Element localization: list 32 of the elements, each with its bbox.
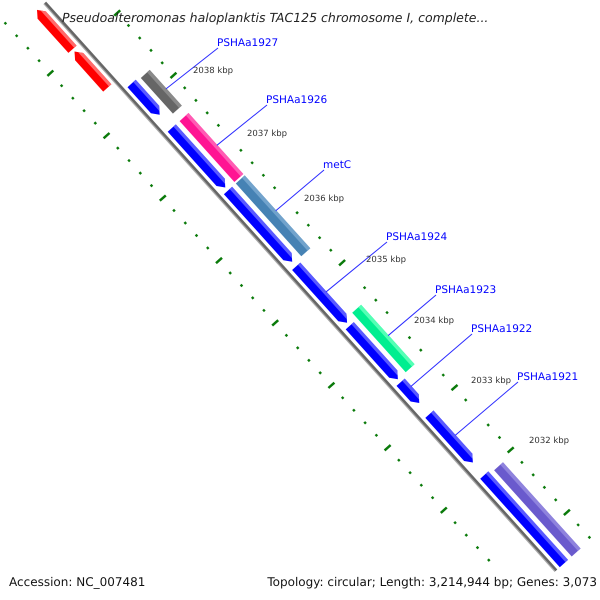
tick-label: 2034 kbp — [414, 316, 454, 326]
leader-line — [166, 48, 218, 90]
leader-line — [326, 242, 388, 292]
tick-label: 2033 kbp — [471, 376, 512, 386]
accession-text: Accession: NC_007481 — [9, 574, 146, 591]
gene-label: PSHAa1927 — [217, 37, 278, 49]
gene-label: PSHAa1924 — [386, 231, 448, 243]
gene-block — [396, 378, 420, 403]
leader-line — [216, 104, 268, 146]
gene-block — [180, 113, 244, 182]
leader-line — [410, 334, 472, 387]
tick-label: 2037 kbp — [247, 129, 288, 139]
tick-label: 2036 kbp — [304, 194, 344, 204]
tick-label: 2032 kbp — [529, 436, 570, 446]
gene-block — [494, 462, 581, 556]
tick-label: 2038 kbp — [193, 66, 234, 76]
gene-block — [292, 262, 348, 323]
gene-block — [74, 52, 112, 92]
gene-label: PSHAa1923 — [435, 284, 496, 296]
gene-label: metC — [323, 159, 352, 171]
leader-line — [388, 294, 436, 336]
gene-block — [140, 70, 182, 114]
gene-label: PSHAa1921 — [517, 371, 578, 383]
genome-summary-text: Topology: circular; Length: 3,214,944 bp; Genes: 3,073 — [267, 574, 597, 591]
diagram-title: Pseudoalteromonas haloplanktis TAC125 chromosome I, complete... — [62, 9, 488, 26]
gene-label: PSHAa1926 — [266, 94, 328, 106]
gene-block — [346, 322, 398, 380]
tick-label: 2035 kbp — [366, 255, 406, 265]
gene-block — [425, 410, 473, 462]
leader-line — [454, 382, 518, 436]
gene-label: PSHAa1922 — [471, 323, 532, 335]
leader-line — [275, 170, 324, 212]
